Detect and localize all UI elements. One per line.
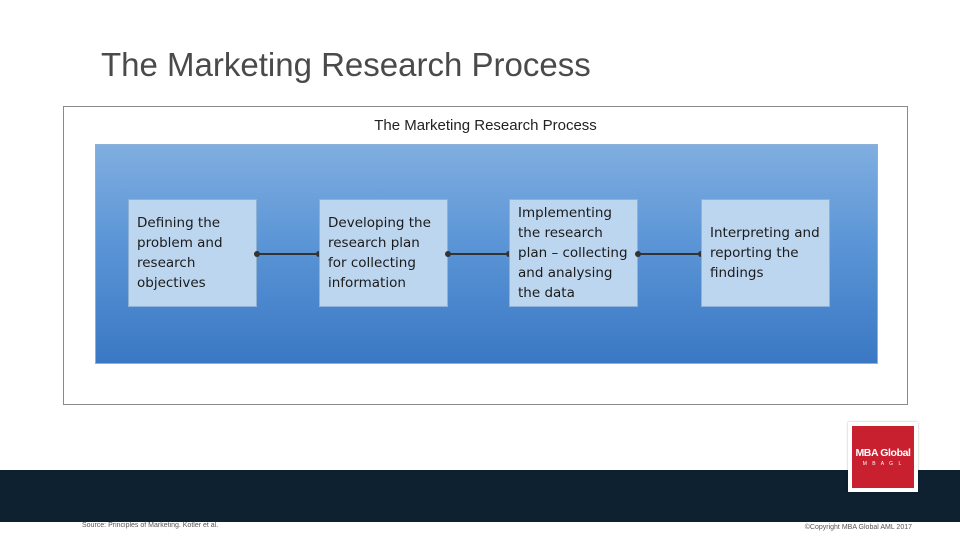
- source-note: Source: Principles of Marketing. Kotler …: [82, 522, 219, 529]
- step-line: reporting the: [710, 245, 799, 261]
- logo-badge: MBA Global M B A G L: [852, 426, 914, 488]
- step-line: research plan: [328, 235, 420, 251]
- step-text: Implementing the research plan – collect…: [518, 203, 628, 303]
- step-line: Interpreting and: [710, 225, 820, 241]
- logo-subtext: M B A G L: [862, 461, 904, 467]
- logo-text: MBA Global: [855, 447, 911, 459]
- mba-global-logo: MBA Global M B A G L: [848, 422, 918, 492]
- slide-title: The Marketing Research Process: [101, 46, 591, 83]
- diagram-title: The Marketing Research Process: [374, 117, 597, 134]
- footer-bar: [0, 470, 960, 522]
- step-line: findings: [710, 265, 764, 281]
- step-text: Defining the problem and research object…: [137, 213, 223, 293]
- step-line: objectives: [137, 275, 206, 291]
- step-line: for collecting: [328, 255, 416, 271]
- step-line: the research: [518, 225, 603, 241]
- connector-arrow: [635, 251, 704, 257]
- connector-arrow: [254, 251, 322, 257]
- step-line: problem and: [137, 235, 223, 251]
- step-line: Developing the: [328, 215, 431, 231]
- step-line: the data: [518, 285, 575, 301]
- step-line: Implementing: [518, 205, 612, 221]
- step-text: Interpreting and reporting the findings: [710, 223, 820, 283]
- step-line: research: [137, 255, 196, 271]
- process-step-2: Developing the research plan for collect…: [319, 199, 448, 307]
- copyright-note: ©Copyright MBA Global AML 2017: [804, 524, 912, 531]
- step-line: and analysing: [518, 265, 613, 281]
- process-step-1: Defining the problem and research object…: [128, 199, 257, 307]
- process-step-3: Implementing the research plan – collect…: [509, 199, 638, 307]
- connector-arrow: [445, 251, 512, 257]
- step-line: Defining the: [137, 215, 221, 231]
- step-text: Developing the research plan for collect…: [328, 213, 431, 293]
- process-step-4: Interpreting and reporting the findings: [701, 199, 830, 307]
- step-line: plan – collecting: [518, 245, 628, 261]
- step-line: information: [328, 275, 406, 291]
